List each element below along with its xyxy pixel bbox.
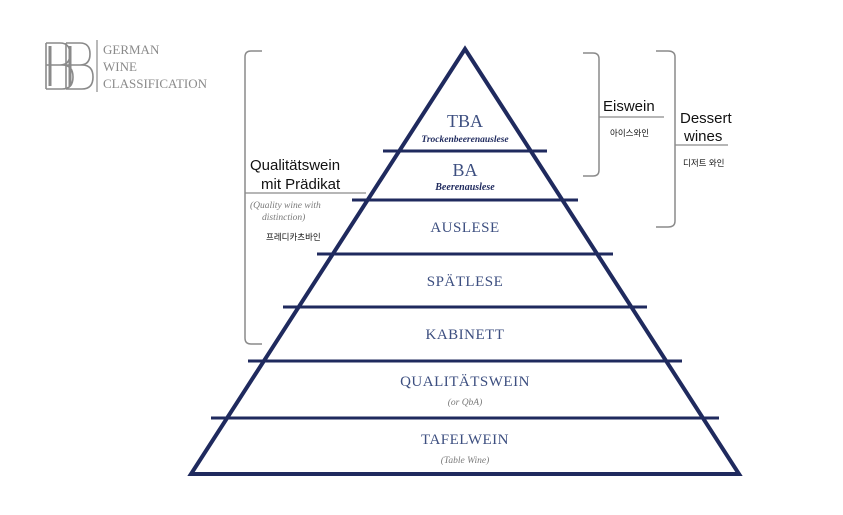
eiswein-label: Eiswein xyxy=(603,98,655,115)
tier-qualitaetswein-title: QUALITÄTSWEIN xyxy=(400,373,530,390)
logo-line-2: WINE xyxy=(103,59,137,74)
tier-tba-subtitle: Trockenbeerenauslese xyxy=(421,135,509,145)
pyramid: TBA Trockenbeerenauslese BA Beerenausles… xyxy=(187,45,743,476)
praedikat-note-line2: distinction) xyxy=(262,212,305,223)
tier-tafelwein-subtitle: (Table Wine) xyxy=(441,455,489,466)
eiswein-group: Eiswein 아이스와인 xyxy=(583,52,664,177)
tier-ba-subtitle: Beerenauslese xyxy=(434,182,495,193)
eiswein-bracket xyxy=(583,52,600,177)
praedikat-group: Qualitätswein mit Prädikat (Quality wine… xyxy=(244,50,366,345)
logo: GERMAN WINE CLASSIFICATION xyxy=(45,40,208,92)
dessert-bracket xyxy=(656,50,676,228)
praedikat-label-line1: Qualitätswein xyxy=(250,157,340,174)
praedikat-korean: 프레디카츠바인 xyxy=(266,232,321,242)
tier-kabinett-title: KABINETT xyxy=(426,327,505,343)
praedikat-note-line1: (Quality wine with xyxy=(250,200,321,211)
pyramid-dividers xyxy=(211,149,719,420)
logo-line-1: GERMAN xyxy=(103,42,160,57)
logo-line-3: CLASSIFICATION xyxy=(103,76,208,91)
tier-auslese-title: AUSLESE xyxy=(430,220,499,236)
praedikat-bracket xyxy=(244,50,262,345)
dessert-label-line1: Dessert xyxy=(680,110,733,127)
praedikat-label-line2: mit Prädikat xyxy=(261,176,341,193)
tier-tba-title: TBA xyxy=(447,111,483,131)
logo-monogram xyxy=(45,42,94,90)
tier-tafelwein-title: TAFELWEIN xyxy=(421,432,509,448)
pyramid-outline xyxy=(187,45,743,476)
dessert-group: Dessert wines 디저트 와인 xyxy=(656,50,733,228)
dessert-label-line2: wines xyxy=(683,128,722,145)
tier-qualitaetswein-subtitle: (or QbA) xyxy=(448,397,483,408)
tier-spaetlese-title: SPÄTLESE xyxy=(427,273,504,290)
eiswein-korean: 아이스와인 xyxy=(610,128,649,138)
dessert-korean: 디저트 와인 xyxy=(683,158,724,168)
tier-ba-title: BA xyxy=(452,160,477,180)
